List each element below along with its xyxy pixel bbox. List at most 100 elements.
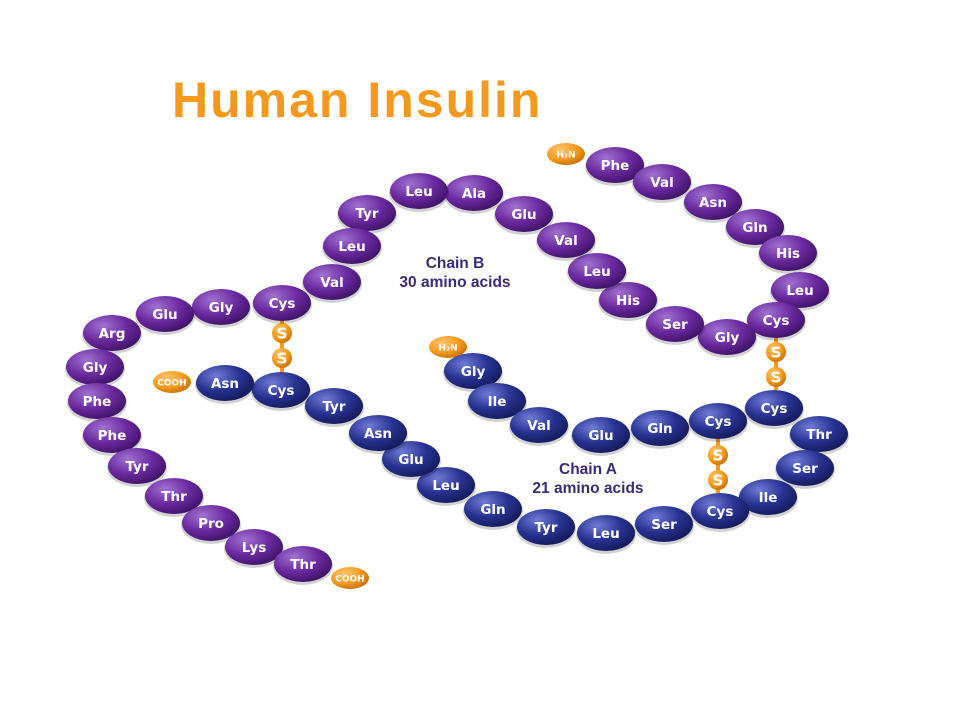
sulfur-atom: S: [708, 445, 728, 465]
chain-a-sublabel: 21 amino acids: [532, 480, 643, 497]
chain-a-residue-12: Ser: [634, 506, 694, 545]
svg-text:Ser: Ser: [792, 461, 818, 477]
chain-a-residue-7: Cys: [744, 390, 804, 429]
chain-b-label: Chain B: [426, 255, 485, 272]
chain-b-residue-6: Leu: [770, 272, 830, 311]
chain-a-residue-20: Cys: [251, 372, 311, 411]
sulfur-atom: S: [766, 342, 786, 362]
chain-a-residue-10: Ile: [738, 479, 798, 518]
svg-text:Leu: Leu: [786, 283, 813, 299]
chain-a-residue-18: Asn: [348, 415, 408, 454]
chain-b-residue-3: Asn: [683, 184, 743, 223]
chain-a-residue-5: Gln: [630, 410, 690, 449]
svg-text:Tyr: Tyr: [355, 206, 378, 222]
chain-b-residue-13: Glu: [494, 196, 554, 235]
svg-text:Phe: Phe: [601, 158, 630, 174]
chain-labels: Chain B 30 amino acids Chain A 21 amino …: [399, 255, 643, 497]
svg-text:Thr: Thr: [806, 427, 832, 443]
chain-a-residue-2: Ile: [467, 383, 527, 422]
svg-text:Thr: Thr: [161, 489, 187, 505]
svg-text:Cys: Cys: [707, 504, 734, 520]
chain-b-residue-11: Leu: [567, 253, 627, 292]
svg-text:Ala: Ala: [462, 186, 486, 202]
svg-text:Gln: Gln: [742, 220, 767, 236]
svg-text:Ile: Ile: [759, 490, 778, 506]
svg-text:Gly: Gly: [461, 364, 486, 380]
chain-b-residue-17: Leu: [322, 228, 382, 267]
svg-text:Tyr: Tyr: [125, 459, 148, 475]
chain-a-residue-17: Glu: [381, 441, 441, 480]
svg-text:Leu: Leu: [583, 264, 610, 280]
chain-b-residue-12: Val: [536, 222, 596, 261]
svg-text:S: S: [277, 350, 288, 368]
svg-text:S: S: [713, 472, 724, 490]
svg-text:Gly: Gly: [209, 300, 234, 316]
svg-text:Cys: Cys: [763, 313, 790, 329]
svg-text:Glu: Glu: [588, 428, 613, 444]
chain-b-residue-30: Thr: [273, 546, 333, 585]
svg-text:Glu: Glu: [511, 207, 536, 223]
svg-text:Phe: Phe: [83, 394, 112, 410]
amino-acid-chains: SSSSSSH₂NCOOHH₂NCOOHPheValAsnGlnHisLeuCy…: [65, 143, 849, 589]
chain-a-residue-1: Gly: [443, 353, 503, 392]
chain-b-residue-5: His: [758, 235, 818, 274]
svg-text:Ser: Ser: [662, 317, 688, 333]
svg-text:Tyr: Tyr: [534, 520, 557, 536]
chain-a-residue-4: Glu: [571, 417, 631, 456]
svg-text:Thr: Thr: [290, 557, 316, 573]
chain-b-c-terminus: COOH: [331, 567, 369, 589]
svg-text:Asn: Asn: [699, 195, 727, 211]
chain-b-residue-10: His: [598, 282, 658, 321]
svg-text:Gly: Gly: [83, 360, 108, 376]
svg-text:Ile: Ile: [488, 394, 507, 410]
chain-b-residue-28: Pro: [181, 505, 241, 544]
chain-b-residue-23: Gly: [65, 349, 125, 388]
chain-a-residue-8: Thr: [789, 416, 849, 455]
svg-text:S: S: [771, 369, 782, 387]
chain-a-residue-6: Cys: [688, 403, 748, 442]
svg-text:H₂N: H₂N: [556, 151, 575, 161]
chain-a-residue-21: Asn: [195, 365, 255, 404]
chain-a-residue-16: Leu: [416, 467, 476, 506]
chain-a-residue-13: Leu: [576, 515, 636, 554]
svg-text:Phe: Phe: [98, 428, 127, 444]
svg-text:Cys: Cys: [705, 414, 732, 430]
svg-text:Gly: Gly: [715, 330, 740, 346]
svg-text:Cys: Cys: [268, 383, 295, 399]
chain-a-c-terminus: COOH: [153, 371, 191, 393]
svg-text:Lys: Lys: [242, 540, 267, 556]
svg-text:Gln: Gln: [647, 421, 672, 437]
sulfur-atom: S: [708, 470, 728, 490]
svg-text:Cys: Cys: [761, 401, 788, 417]
svg-text:S: S: [713, 447, 724, 465]
svg-text:Arg: Arg: [99, 326, 126, 342]
svg-text:Glu: Glu: [398, 452, 423, 468]
chain-b-residue-26: Tyr: [107, 448, 167, 487]
chain-b-residue-8: Gly: [697, 319, 757, 358]
svg-text:Leu: Leu: [592, 526, 619, 542]
sulfur-atom: S: [272, 323, 292, 343]
svg-text:Asn: Asn: [364, 426, 392, 442]
chain-b-residue-1: Phe: [585, 147, 645, 186]
chain-b-residue-4: Gln: [725, 209, 785, 248]
svg-text:Asn: Asn: [211, 376, 239, 392]
svg-text:S: S: [771, 344, 782, 362]
svg-text:His: His: [616, 293, 640, 309]
svg-text:Val: Val: [650, 175, 673, 191]
chain-b-residue-18: Val: [302, 264, 362, 303]
chain-b-residue-29: Lys: [224, 529, 284, 568]
svg-text:Val: Val: [527, 418, 550, 434]
chain-a-residue-11: Cys: [690, 493, 750, 532]
chain-a-residue-9: Ser: [775, 450, 835, 489]
chain-b-residue-16: Tyr: [337, 195, 397, 234]
chain-a-residue-19: Tyr: [304, 388, 364, 427]
svg-text:Cys: Cys: [269, 296, 296, 312]
svg-text:H₂N: H₂N: [438, 344, 457, 354]
diagram-title: Human Insulin: [172, 72, 543, 128]
chain-b-sublabel: 30 amino acids: [399, 274, 510, 291]
svg-text:COOH: COOH: [335, 575, 364, 585]
chain-b-residue-15: Leu: [389, 173, 449, 212]
svg-text:Leu: Leu: [405, 184, 432, 200]
chain-a-n-terminus: H₂N: [429, 336, 467, 358]
